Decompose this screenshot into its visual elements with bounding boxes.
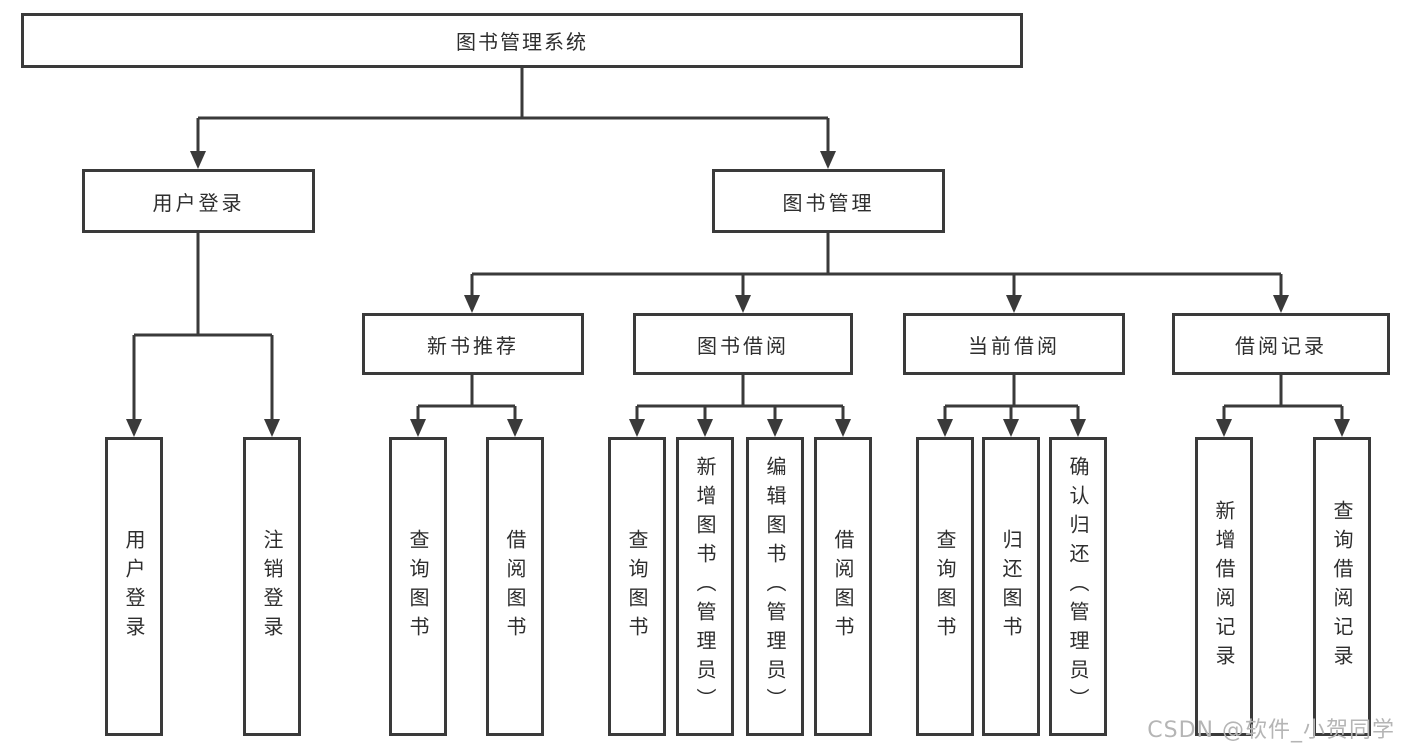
node-root-label: 图书管理系统 <box>456 30 588 54</box>
leaf-return-books: 归还图书 <box>982 437 1040 736</box>
tree-edges <box>132 68 1344 420</box>
leaf-edit-books-admin: 编辑图书（管理员） <box>746 437 804 736</box>
node-book-borrow: 图书借阅 <box>633 313 853 375</box>
node-user-login-label: 用户登录 <box>152 190 245 215</box>
arrowhead-icon <box>507 419 523 437</box>
leaf-query-books-current: 查询图书 <box>916 437 974 736</box>
arrowhead-icon <box>1003 419 1019 437</box>
leaf-add-books-admin: 新增图书（管理员） <box>676 437 734 736</box>
node-root: 图书管理系统 <box>21 13 1023 68</box>
node-book-borrow-label: 图书借阅 <box>697 333 789 358</box>
arrowhead-icon <box>264 419 280 437</box>
arrowhead-icon <box>697 419 713 437</box>
node-borrow-records-label: 借阅记录 <box>1235 333 1327 358</box>
arrowhead-icon <box>767 419 783 437</box>
arrowhead-icon <box>1216 419 1232 437</box>
arrowhead-icon <box>410 419 426 437</box>
arrowhead-icon <box>1273 295 1289 313</box>
leaf-borrow-books-recommend: 借阅图书 <box>486 437 544 736</box>
arrowhead-icon <box>735 295 751 313</box>
leaf-borrow-books: 借阅图书 <box>814 437 872 736</box>
node-book-management: 图书管理 <box>712 169 945 233</box>
leaf-query-borrow-record: 查询借阅记录 <box>1313 437 1371 736</box>
csdn-watermark: CSDN @软件_小贺同学 <box>1147 718 1395 743</box>
node-book-management-label: 图书管理 <box>782 190 875 215</box>
leaf-query-books-recommend: 查询图书 <box>389 437 447 736</box>
arrowhead-icon <box>126 419 142 437</box>
arrowhead-icon <box>1070 419 1086 437</box>
arrowhead-icon <box>629 419 645 437</box>
leaf-query-books-borrow: 查询图书 <box>608 437 666 736</box>
leaf-logout-login: 注销登录 <box>243 437 301 736</box>
arrowhead-icon <box>1006 295 1022 313</box>
arrowhead-icon <box>190 151 206 169</box>
arrowhead-icon <box>464 295 480 313</box>
node-current-borrow-label: 当前借阅 <box>968 333 1060 358</box>
node-borrow-records: 借阅记录 <box>1172 313 1390 375</box>
node-current-borrow: 当前借阅 <box>903 313 1125 375</box>
leaf-add-borrow-record: 新增借阅记录 <box>1195 437 1253 736</box>
leaf-user-login: 用户登录 <box>105 437 163 736</box>
arrowhead-icon <box>835 419 851 437</box>
arrowhead-icon <box>937 419 953 437</box>
node-user-login: 用户登录 <box>82 169 315 233</box>
leaf-confirm-return-admin: 确认归还（管理员） <box>1049 437 1107 736</box>
node-new-book-recommend-label: 新书推荐 <box>427 333 519 358</box>
arrowhead-icon <box>1334 419 1350 437</box>
arrowhead-icon <box>820 151 836 169</box>
node-new-book-recommend: 新书推荐 <box>362 313 584 375</box>
